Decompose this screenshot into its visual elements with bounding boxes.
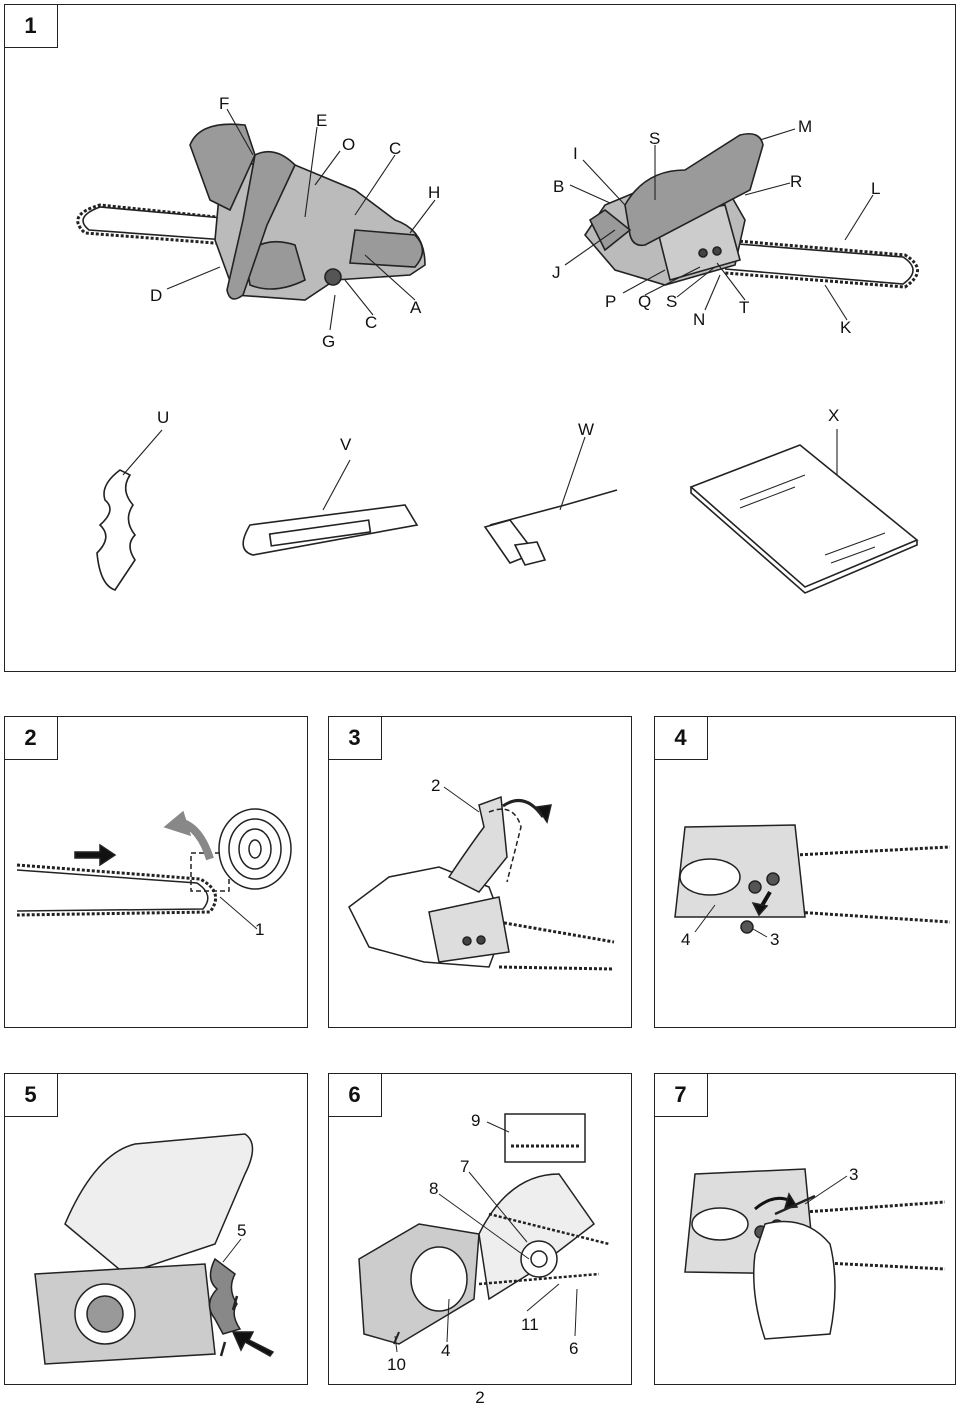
figure-6-callouts: 9 7 8 11 4 6 10 <box>387 1111 578 1374</box>
instruction-manual-part <box>689 444 919 594</box>
figure-1-callouts: F E O C H D G C A I S M B R L J P Q S T … <box>150 94 880 454</box>
callout-G: G <box>322 332 335 351</box>
callout-4: 4 <box>681 930 690 949</box>
figure-3-illustration: 2 <box>348 776 615 971</box>
figure-number: 7 <box>653 1072 708 1117</box>
callout-A: A <box>410 298 422 317</box>
figure-2-panel: 2 1 <box>3 715 308 1028</box>
callout-K: K <box>840 318 852 337</box>
callout-C: C <box>389 139 401 158</box>
callout-M: M <box>798 117 812 136</box>
figure-1-illustration: F E O C H D G C A I S M B R L J P Q S T … <box>76 94 919 594</box>
callout-11: 11 <box>521 1315 539 1334</box>
callout-N: N <box>693 310 705 329</box>
callout-H: H <box>428 183 440 202</box>
callout-1: 1 <box>255 920 264 939</box>
callout-B: B <box>553 177 564 196</box>
figure-7-panel: 7 3 <box>653 1072 956 1385</box>
callout-D: D <box>150 286 162 305</box>
callout-W: W <box>578 420 594 439</box>
callout-U: U <box>157 408 169 427</box>
figure-5-panel: 5 5 <box>3 1072 308 1385</box>
callout-F: F <box>219 94 229 113</box>
callout-5: 5 <box>237 1221 246 1240</box>
callout-8: 8 <box>429 1179 438 1198</box>
figure-5-illustration: 5 <box>34 1133 275 1365</box>
callout-V: V <box>340 435 352 454</box>
callout-10: 10 <box>387 1355 406 1374</box>
callout-T: T <box>739 298 749 317</box>
figure-4-panel: 4 4 3 <box>653 715 956 1028</box>
callout-J: J <box>552 263 561 282</box>
figure-6-panel: 6 9 7 8 11 4 6 10 <box>327 1072 632 1385</box>
callout-X: X <box>828 406 839 425</box>
figure-number: 4 <box>653 715 708 760</box>
figure-number: 3 <box>327 715 382 760</box>
chainsaw-right-view <box>583 132 919 289</box>
callout-6: 6 <box>569 1339 578 1358</box>
callout-R: R <box>790 172 802 191</box>
figure-7-illustration: 3 <box>684 1165 946 1340</box>
figure-number: 6 <box>327 1072 382 1117</box>
figure-number: 1 <box>3 3 58 48</box>
hand-guard-part <box>96 469 137 591</box>
callout-7: 7 <box>460 1157 469 1176</box>
callout-3: 3 <box>849 1165 858 1184</box>
callout-2: 2 <box>431 776 440 795</box>
page-number: 2 <box>475 1388 485 1407</box>
callout-P: P <box>605 292 616 311</box>
callout-S: S <box>666 292 677 311</box>
figure-4-illustration: 4 3 <box>674 824 951 949</box>
callout-C: C <box>365 313 377 332</box>
figure-number: 2 <box>3 715 58 760</box>
bar-cover-part <box>242 504 419 556</box>
callout-I: I <box>573 144 578 163</box>
callout-L: L <box>871 179 880 198</box>
figure-6-illustration: 9 7 8 11 4 6 10 <box>358 1111 610 1374</box>
callout-9: 9 <box>471 1111 480 1130</box>
callout-4: 4 <box>441 1341 450 1360</box>
callout-O: O <box>342 135 355 154</box>
figure-3-panel: 3 2 <box>327 715 632 1028</box>
figure-number: 5 <box>3 1072 58 1117</box>
callout-3: 3 <box>770 930 779 949</box>
chainsaw-left-view <box>76 123 426 301</box>
callout-Q: Q <box>638 292 651 311</box>
callout-E: E <box>316 111 327 130</box>
figure-2-illustration: 1 <box>16 808 292 939</box>
figure-1-panel: 1 <box>3 3 956 672</box>
spark-plug-wrench-part <box>483 489 618 566</box>
callout-S: S <box>649 129 660 148</box>
